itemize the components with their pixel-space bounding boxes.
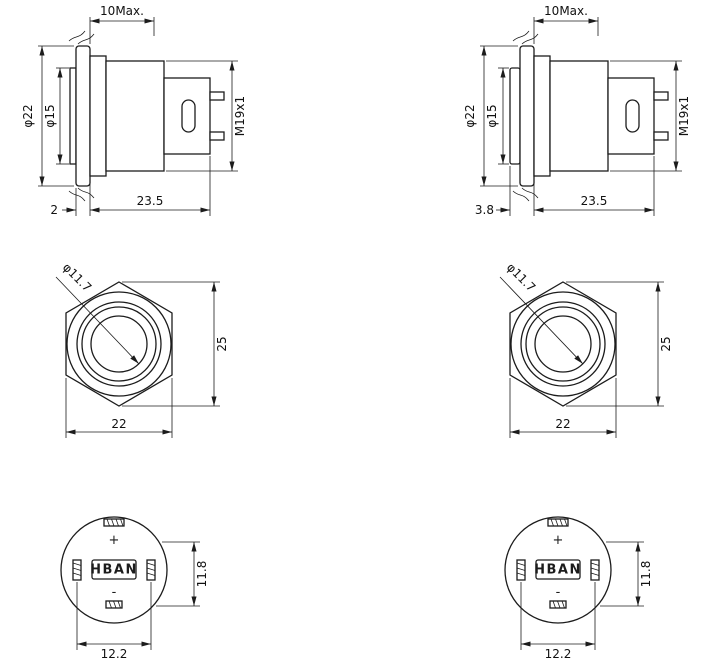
dim-pin-spacing-v: 11.8 [639, 561, 653, 588]
dim-lens-dia: φ11.7 [60, 260, 94, 294]
positive-terminal-mark: + [109, 533, 120, 548]
threaded-body [105, 60, 165, 172]
hex-nut-and-bezel [65, 281, 173, 407]
brand-box [91, 559, 137, 580]
switch-body-outline [509, 45, 669, 187]
button-face [90, 315, 148, 373]
dim-thread-spec: M19x1 [677, 96, 691, 136]
bezel-outer-ring [66, 291, 172, 397]
dimension-lines [480, 17, 682, 216]
terminal-slot-right [146, 559, 156, 581]
rear-view-drawing-flat: + HBAN - 11.8 12.2 [60, 516, 209, 661]
brand-logo: HBAN [90, 563, 138, 578]
high-head-switch-views: 10Max. φ22 φ15 M19x1 3.8 23.5 [458, 0, 708, 670]
dim-lens-dia: φ11.7 [504, 260, 538, 294]
rear-view-drawing-high: + HBAN - 11.8 12.2 [504, 516, 653, 661]
dim-thread-spec: M19x1 [233, 96, 247, 136]
hex-nut [65, 281, 173, 407]
hex-nut-and-bezel [509, 281, 617, 407]
dim-pin-spacing-h: 12.2 [101, 647, 128, 661]
led-ring-inner [81, 306, 157, 382]
terminal-pin [209, 91, 225, 101]
dim-flange-dia: φ22 [21, 104, 35, 127]
washer [89, 55, 107, 177]
led-ring-outer [76, 301, 162, 387]
button-face [534, 315, 592, 373]
button-cap [509, 67, 521, 165]
terminal-pin [653, 91, 669, 101]
button-cap [69, 67, 77, 165]
dim-hex-width: 22 [111, 417, 126, 431]
led-ring-outer [520, 301, 606, 387]
negative-terminal-mark: - [556, 585, 561, 600]
terminal-slot-right [590, 559, 600, 581]
panel-break-marks [512, 30, 539, 202]
threaded-body [549, 60, 609, 172]
dim-body-length: 23.5 [137, 194, 164, 208]
rear-housing-outline [504, 516, 612, 624]
dim-pin-spacing-h: 12.2 [545, 647, 572, 661]
flange [519, 45, 535, 187]
dimension-lines [38, 17, 238, 216]
switch-body-outline [69, 45, 225, 187]
dim-button-dia: φ15 [485, 104, 499, 127]
dim-body-length: 23.5 [581, 194, 608, 208]
led-ring-inner [525, 306, 601, 382]
brand-box [535, 559, 581, 580]
dimension-lines [55, 276, 220, 438]
hex-nut [509, 281, 617, 407]
rear-housing-outline [60, 516, 168, 624]
dim-hex-width: 22 [555, 417, 570, 431]
dim-panel-max: 10Max. [544, 4, 588, 18]
bezel-outer-ring [510, 291, 616, 397]
terminal-slot-bottom [105, 600, 123, 609]
front-view-drawing-flat: φ11.7 25 22 [55, 260, 229, 438]
side-view-drawing-high: 10Max. φ22 φ15 M19x1 3.8 23.5 [463, 4, 691, 217]
dim-hex-height: 25 [215, 336, 229, 351]
dim-flange-thickness: 3.8 [475, 203, 494, 217]
negative-terminal-mark: - [112, 585, 117, 600]
dim-hex-height: 25 [659, 336, 673, 351]
dimension-lines [76, 541, 200, 650]
dimension-lines [499, 276, 664, 438]
terminal-pin [653, 131, 669, 141]
brand-logo: HBAN [534, 563, 582, 578]
terminal-pin [209, 131, 225, 141]
flange [75, 45, 91, 187]
dim-panel-max: 10Max. [100, 4, 144, 18]
terminal-slot-left [516, 559, 526, 581]
slot [181, 99, 196, 133]
panel-break-marks [68, 30, 95, 202]
dim-flange-thickness: 2 [50, 203, 58, 217]
dimension-lines [520, 541, 644, 650]
side-view-drawing-flat: 10Max. φ22 φ15 M19x1 2 23.5 [21, 4, 247, 217]
terminal-slot-left [72, 559, 82, 581]
washer [533, 55, 551, 177]
flat-head-switch-views: 10Max. φ22 φ15 M19x1 2 23.5 [14, 0, 264, 670]
slot [625, 99, 640, 133]
terminal-slot-bottom [549, 600, 567, 609]
front-view-drawing-high: φ11.7 25 22 [499, 260, 673, 438]
dim-flange-dia: φ22 [463, 104, 477, 127]
positive-terminal-mark: + [553, 533, 564, 548]
dim-pin-spacing-v: 11.8 [195, 561, 209, 588]
dim-button-dia: φ15 [43, 104, 57, 127]
